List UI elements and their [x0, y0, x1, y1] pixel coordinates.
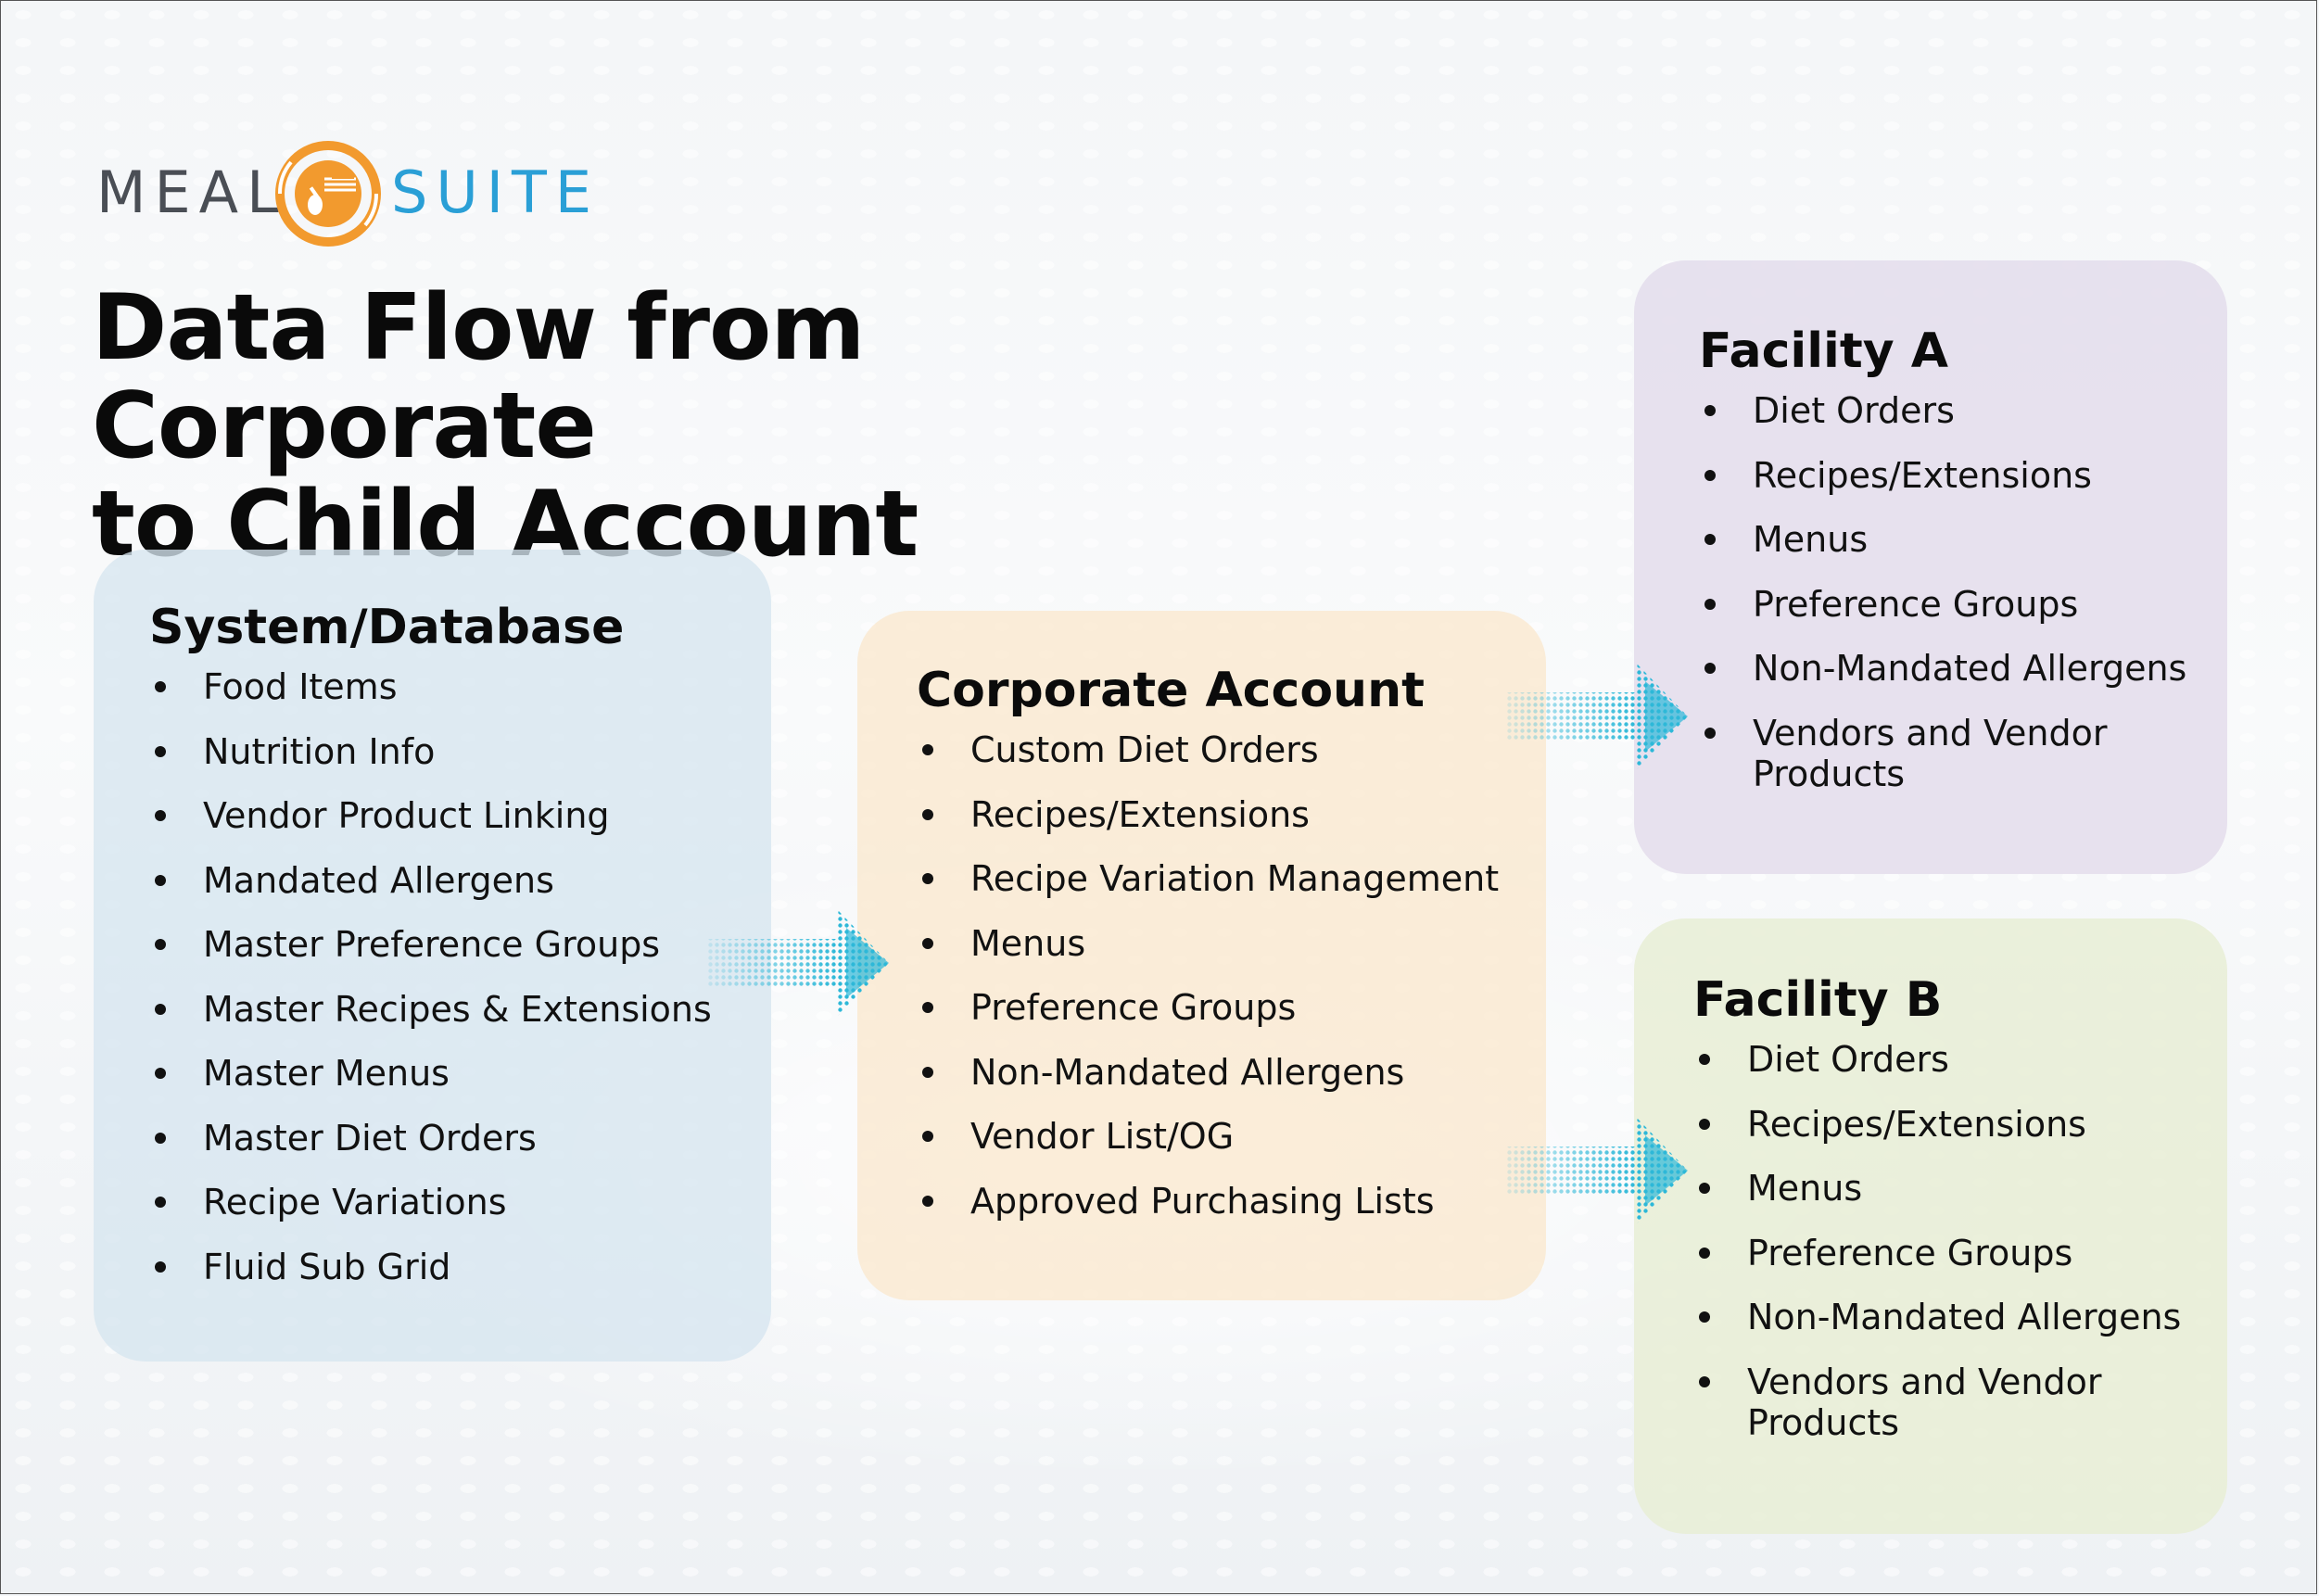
corporate-account-box: Corporate Account Custom Diet Orders Rec…: [857, 611, 1546, 1300]
list-item: Preference Groups: [1699, 584, 2227, 625]
arrow-system-to-corporate: [707, 909, 889, 1017]
list-item: Vendor Product Linking: [149, 795, 771, 836]
arrow-corporate-to-facility-b: [1506, 1117, 1688, 1224]
list-item: Vendors and Vendor Products: [1699, 713, 2227, 794]
corporate-account-list: Custom Diet Orders Recipes/Extensions Re…: [917, 729, 1546, 1222]
list-item: Recipe Variation Management: [917, 858, 1546, 899]
system-database-box: System/Database Food Items Nutrition Inf…: [94, 550, 771, 1362]
list-item: Nutrition Info: [149, 731, 771, 772]
list-item: Recipes/Extensions: [1693, 1104, 2227, 1145]
facility-b-box: Facility B Diet Orders Recipes/Extension…: [1634, 918, 2227, 1534]
page-title: Data Flow from Corporate to Child Accoun…: [92, 279, 1389, 574]
list-item: Menus: [917, 923, 1546, 964]
system-database-heading: System/Database: [149, 600, 625, 655]
list-item: Non-Mandated Allergens: [917, 1052, 1546, 1093]
logo-text-meal: MEAL: [96, 158, 287, 226]
list-item: Diet Orders: [1699, 390, 2227, 431]
title-line-1: Data Flow from Corporate: [92, 275, 865, 479]
list-item: Fluid Sub Grid: [149, 1247, 771, 1287]
list-item: Approved Purchasing Lists: [917, 1181, 1546, 1222]
mealsuite-logo: MEAL SUITE: [96, 138, 601, 247]
facility-a-box: Facility A Diet Orders Recipes/Extension…: [1634, 260, 2227, 874]
plate-utensils-icon: [275, 141, 381, 247]
list-item: Vendors and Vendor Products: [1693, 1362, 2227, 1443]
list-item: Non-Mandated Allergens: [1693, 1297, 2227, 1337]
system-database-list: Food Items Nutrition Info Vendor Product…: [149, 666, 771, 1287]
list-item: Food Items: [149, 666, 771, 707]
list-item: Preference Groups: [917, 987, 1546, 1028]
facility-a-heading: Facility A: [1699, 323, 1948, 379]
list-item: Recipes/Extensions: [1699, 455, 2227, 496]
corporate-account-heading: Corporate Account: [917, 663, 1425, 718]
list-item: Non-Mandated Allergens: [1699, 648, 2227, 689]
list-item: Recipes/Extensions: [917, 794, 1546, 835]
list-item: Master Preference Groups: [149, 924, 771, 965]
logo-text-suite: SUITE: [391, 158, 601, 226]
facility-a-list: Diet Orders Recipes/Extensions Menus Pre…: [1699, 390, 2227, 794]
list-item: Menus: [1693, 1168, 2227, 1209]
list-item: Recipe Variations: [149, 1182, 771, 1222]
list-item: Preference Groups: [1693, 1233, 2227, 1273]
arrow-corporate-to-facility-a: [1506, 663, 1688, 770]
list-item: Vendor List/OG: [917, 1116, 1546, 1157]
facility-b-heading: Facility B: [1693, 972, 1943, 1028]
list-item: Diet Orders: [1693, 1039, 2227, 1080]
list-item: Menus: [1699, 519, 2227, 560]
list-item: Mandated Allergens: [149, 860, 771, 901]
list-item: Master Menus: [149, 1053, 771, 1094]
list-item: Master Recipes & Extensions: [149, 989, 771, 1030]
list-item: Master Diet Orders: [149, 1118, 771, 1159]
facility-b-list: Diet Orders Recipes/Extensions Menus Pre…: [1693, 1039, 2227, 1443]
list-item: Custom Diet Orders: [917, 729, 1546, 770]
